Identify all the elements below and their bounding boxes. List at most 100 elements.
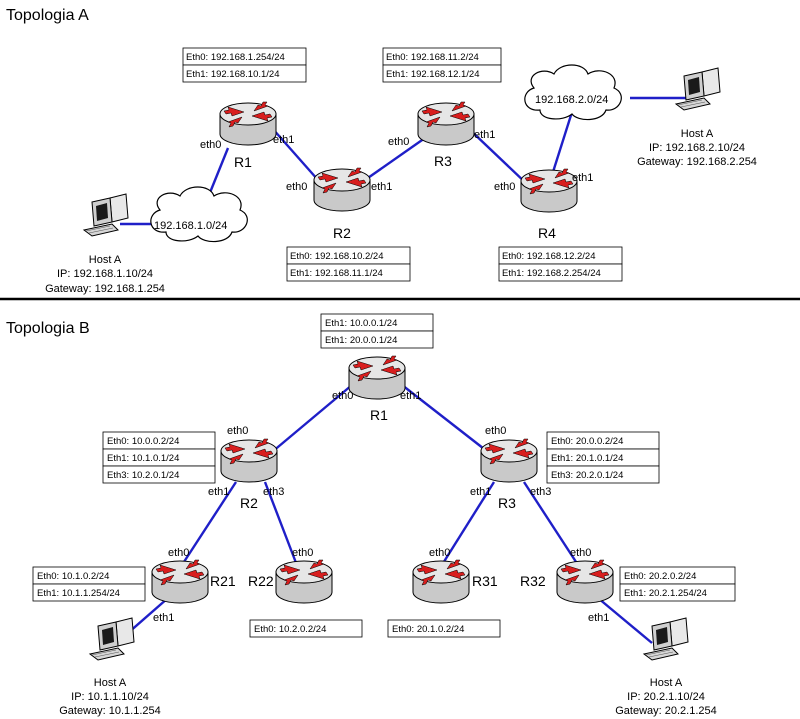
- svg-text:IP: 192.168.2.10/24: IP: 192.168.2.10/24: [649, 142, 745, 154]
- svg-text:Host A: Host A: [650, 677, 683, 689]
- svg-text:eth0: eth0: [388, 136, 409, 148]
- svg-text:Eth1: 192.168.10.1/24: Eth1: 192.168.10.1/24: [186, 69, 280, 80]
- b-router-r1: eth0 eth1 R1: [332, 355, 421, 423]
- svg-text:R4: R4: [538, 225, 556, 241]
- computer-icon: [675, 67, 721, 111]
- topology-a: Eth0: 192.168.1.254/24 Eth1: 192.168.10.…: [45, 47, 757, 295]
- svg-text:eth0: eth0: [227, 425, 248, 437]
- svg-text:IP: 192.168.1.10/24: IP: 192.168.1.10/24: [57, 268, 153, 280]
- host-a-left: Host A IP: 192.168.1.10/24 Gateway: 192.…: [45, 193, 165, 295]
- router-icon: [348, 355, 406, 400]
- r2-config-box: Eth0: 192.168.10.2/24 Eth1: 192.168.11.1…: [286, 246, 411, 282]
- svg-text:Eth0: 10.0.0.2/24: Eth0: 10.0.0.2/24: [107, 436, 179, 447]
- network-cloud-icon: [524, 64, 622, 121]
- router-r3: eth0 eth1 R3: [388, 101, 495, 169]
- r1-config-box: Eth0: 192.168.1.254/24 Eth1: 192.168.10.…: [182, 47, 307, 83]
- svg-text:R2: R2: [333, 225, 351, 241]
- link-r1-r3: [401, 384, 489, 453]
- svg-text:R21: R21: [210, 573, 236, 589]
- b-host-a-left: Host A IP: 10.1.1.10/24 Gateway: 10.1.1.…: [59, 617, 161, 717]
- router-icon: [480, 438, 538, 483]
- svg-text:Eth1: 20.1.0.1/24: Eth1: 20.1.0.1/24: [551, 453, 623, 464]
- link-r4-net2: [551, 111, 574, 173]
- router-icon: [151, 559, 209, 604]
- svg-text:Gateway: 192.168.1.254: Gateway: 192.168.1.254: [45, 283, 165, 295]
- b-r2-config-box: Eth0: 10.0.0.2/24 Eth1: 10.1.0.1/24 Eth3…: [102, 431, 216, 484]
- b-r32-config-box: Eth0: 20.2.0.2/24 Eth1: 20.2.1.254/24: [619, 566, 736, 602]
- b-router-r32: eth0 eth1 R32: [520, 547, 614, 624]
- link-r2-r22: [263, 481, 300, 569]
- svg-text:eth1: eth1: [208, 486, 229, 498]
- router-r1: eth0 eth1 R1: [200, 101, 294, 170]
- svg-text:R31: R31: [472, 573, 498, 589]
- svg-text:Eth0: 192.168.1.254/24: Eth0: 192.168.1.254/24: [186, 52, 285, 63]
- svg-text:Eth0: 192.168.10.2/24: Eth0: 192.168.10.2/24: [290, 251, 384, 262]
- svg-text:Eth1: 10.1.0.1/24: Eth1: 10.1.0.1/24: [107, 453, 179, 464]
- b-r22-config-box: Eth0: 10.2.0.2/24: [249, 619, 363, 638]
- svg-text:eth3: eth3: [530, 486, 551, 498]
- svg-text:eth1: eth1: [153, 612, 174, 624]
- svg-text:R32: R32: [520, 573, 546, 589]
- host-a-right: Host A IP: 192.168.2.10/24 Gateway: 192.…: [637, 67, 757, 168]
- svg-text:Eth0: 20.1.0.2/24: Eth0: 20.1.0.2/24: [392, 624, 464, 635]
- computer-icon: [83, 193, 129, 237]
- svg-text:Eth1: 20.2.1.254/24: Eth1: 20.2.1.254/24: [624, 588, 707, 599]
- b-r1-config-box: Eth1: 10.0.0.1/24 Eth1: 20.0.0.1/24: [320, 313, 434, 349]
- svg-text:eth1: eth1: [470, 486, 491, 498]
- svg-text:eth1: eth1: [572, 172, 593, 184]
- svg-text:Gateway: 20.2.1.254: Gateway: 20.2.1.254: [615, 705, 717, 717]
- svg-text:R3: R3: [498, 495, 516, 511]
- svg-text:R1: R1: [370, 407, 388, 423]
- svg-text:eth1: eth1: [588, 612, 609, 624]
- link-r1-r2: [271, 384, 353, 453]
- r3-config-box: Eth0: 192.168.11.2/24 Eth1: 192.168.12.1…: [382, 47, 502, 83]
- b-r21-config-box: Eth0: 10.1.0.2/24 Eth1: 10.1.1.254/24: [32, 566, 146, 602]
- svg-text:Eth1: 192.168.2.254/24: Eth1: 192.168.2.254/24: [502, 268, 601, 279]
- svg-text:eth3: eth3: [263, 486, 284, 498]
- router-icon: [556, 559, 614, 604]
- router-icon: [313, 167, 371, 212]
- svg-text:eth1: eth1: [400, 390, 421, 402]
- r4-config-box: Eth0: 192.168.12.2/24 Eth1: 192.168.2.25…: [498, 246, 623, 282]
- link-r3-r32: [522, 481, 582, 569]
- svg-text:eth0: eth0: [570, 547, 591, 559]
- svg-text:192.168.2.0/24: 192.168.2.0/24: [535, 94, 608, 106]
- topology-a-title: Topologia A: [6, 7, 89, 24]
- link-r32-host: [597, 597, 653, 644]
- topology-b: Eth1: 10.0.0.1/24 Eth1: 20.0.0.1/24 Eth0…: [32, 313, 736, 717]
- svg-text:Gateway: 10.1.1.254: Gateway: 10.1.1.254: [59, 705, 161, 717]
- b-r31-config-box: Eth0: 20.1.0.2/24: [387, 619, 501, 638]
- svg-text:IP: 10.1.1.10/24: IP: 10.1.1.10/24: [71, 691, 149, 703]
- b-router-r3: eth0 eth1 eth3 R3: [470, 425, 551, 511]
- svg-text:Eth1: 192.168.11.1/24: Eth1: 192.168.11.1/24: [290, 268, 383, 279]
- topology-b-title: Topologia B: [6, 320, 90, 337]
- link-r2-r3: [364, 137, 426, 181]
- svg-text:R22: R22: [248, 573, 274, 589]
- link-r3-r4: [467, 127, 529, 186]
- svg-text:Eth1: 10.0.0.1/24: Eth1: 10.0.0.1/24: [325, 318, 397, 329]
- network-cloud-icon: [150, 186, 248, 243]
- svg-text:Eth3: 20.2.0.1/24: Eth3: 20.2.0.1/24: [551, 470, 623, 481]
- svg-text:eth1: eth1: [273, 134, 294, 146]
- b-router-r21: eth0 eth1 R21: [151, 547, 236, 624]
- svg-text:eth0: eth0: [292, 547, 313, 559]
- network-cloud-2: 192.168.2.0/24: [524, 64, 622, 121]
- svg-text:Gateway: 192.168.2.254: Gateway: 192.168.2.254: [637, 156, 757, 168]
- svg-text:Eth0: 10.2.0.2/24: Eth0: 10.2.0.2/24: [254, 624, 326, 635]
- svg-text:eth1: eth1: [371, 181, 392, 193]
- svg-text:R3: R3: [434, 153, 452, 169]
- computer-icon: [643, 617, 689, 661]
- b-router-r2: eth0 eth1 eth3 R2: [208, 425, 284, 511]
- router-r2: eth0 eth1 R2: [286, 167, 392, 241]
- svg-text:eth0: eth0: [200, 139, 221, 151]
- router-icon: [220, 438, 278, 483]
- svg-text:eth0: eth0: [286, 181, 307, 193]
- router-icon: [520, 168, 578, 213]
- svg-text:Eth1: 10.1.1.254/24: Eth1: 10.1.1.254/24: [37, 588, 120, 599]
- svg-text:eth0: eth0: [485, 425, 506, 437]
- svg-text:eth1: eth1: [474, 129, 495, 141]
- svg-text:eth0: eth0: [168, 547, 189, 559]
- svg-text:Eth1: 192.168.12.1/24: Eth1: 192.168.12.1/24: [386, 69, 480, 80]
- link-r1-r2: [271, 127, 319, 181]
